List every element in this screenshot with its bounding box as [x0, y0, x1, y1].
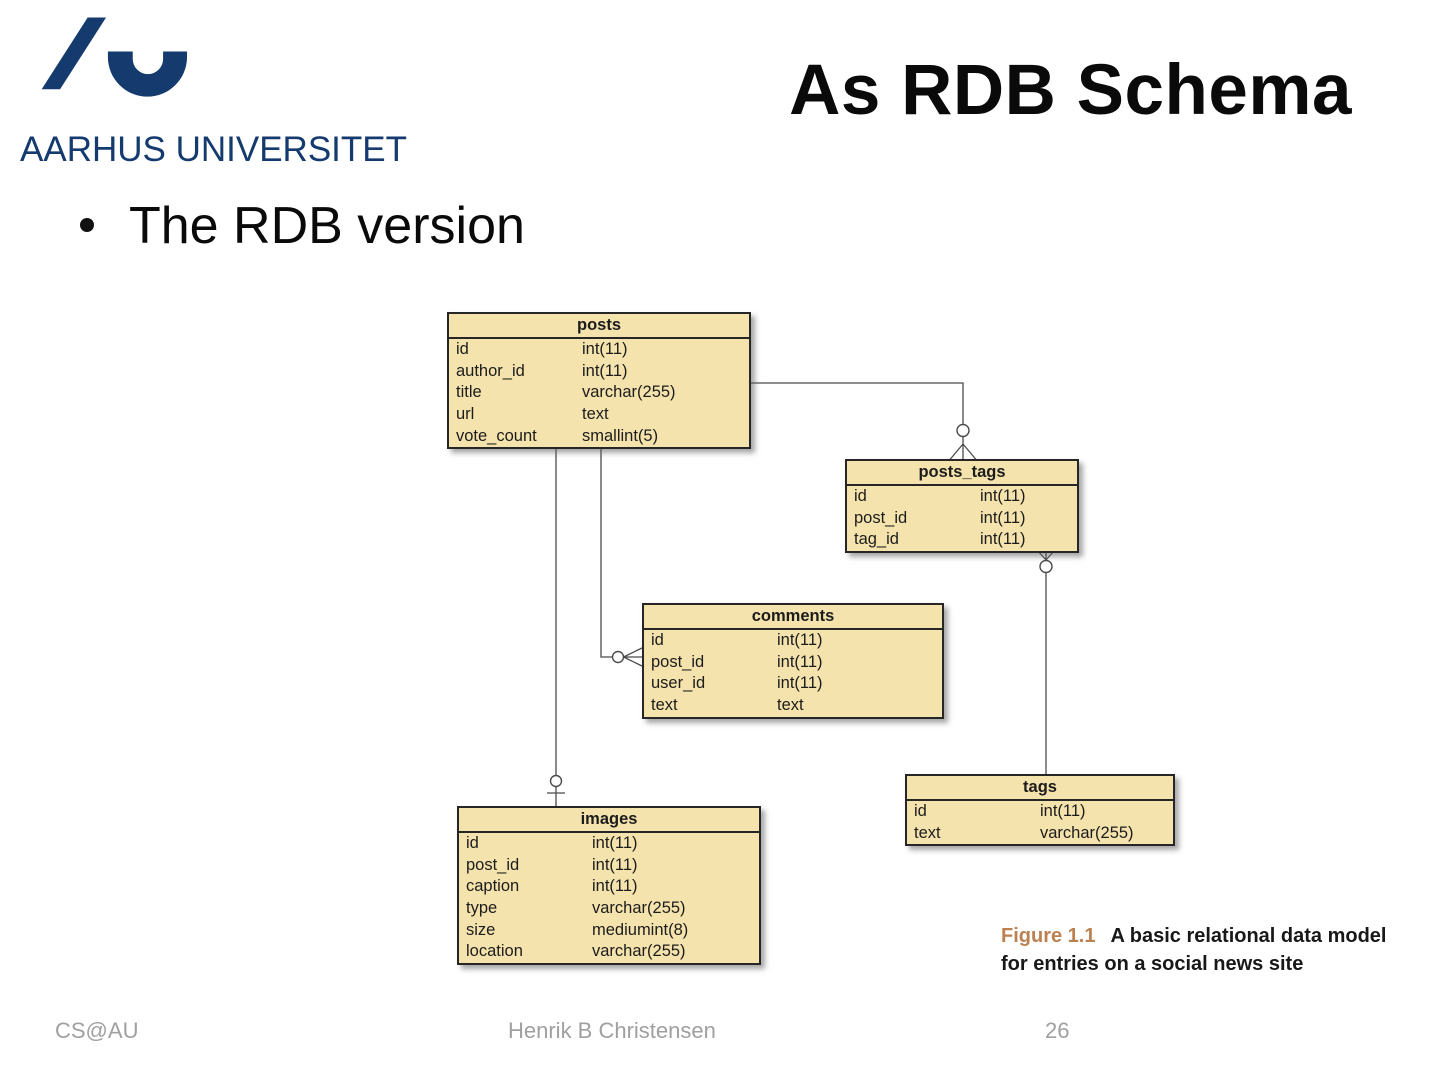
column-name: location [466, 942, 523, 961]
footer-course: CS@AU [55, 1018, 139, 1043]
table-row: post_id int(11) [459, 855, 759, 877]
column-name: type [466, 899, 498, 918]
footer-author: Henrik B Christensen [508, 1018, 716, 1043]
table-posts_tags: posts_tags id int(11) post_id int(11) ta… [845, 459, 1079, 554]
column-name: post_id [466, 855, 520, 874]
table-title: images [459, 808, 759, 833]
table-posts: posts id int(11) author_id int(11) title… [447, 312, 751, 450]
column-name: id [456, 340, 469, 358]
table-row: id int(11) [459, 833, 759, 855]
column-name: tag_id [854, 530, 899, 549]
table-row: size mediumint(8) [459, 920, 759, 942]
figure-label: Figure 1.1 [1001, 925, 1096, 947]
zero-cardinality-icon [549, 774, 563, 788]
column-type: int(11) [592, 855, 638, 874]
table-row: vote_count smallint(5) [449, 426, 749, 448]
footer-page-number: 26 [1045, 1018, 1070, 1043]
figure-caption-text: A basic relational data model [1110, 925, 1387, 947]
column-name: id [854, 487, 867, 505]
slide-title: As RDB Schema [789, 51, 1352, 130]
connector-posts_tags-tags [1033, 546, 1059, 774]
column-type: int(11) [980, 508, 1026, 527]
connector-posts-posts_tags [750, 382, 977, 460]
column-name: text [914, 823, 941, 842]
table-row: id int(11) [847, 486, 1077, 508]
table-row: location varchar(255) [459, 941, 759, 963]
column-name: id [651, 631, 664, 649]
column-type: varchar(255) [592, 899, 686, 918]
column-type: int(11) [777, 674, 823, 693]
table-row: type varchar(255) [459, 898, 759, 920]
table-row: url text [449, 404, 749, 426]
zero-cardinality-icon [1039, 559, 1053, 574]
connector-posts-images [547, 444, 565, 806]
table-comments: comments id int(11) post_id int(11) user… [642, 603, 944, 719]
university-name: AARHUS UNIVERSITET [20, 130, 407, 169]
column-name: id [466, 834, 479, 852]
column-type: int(11) [980, 530, 1026, 549]
table-title: posts [449, 314, 749, 339]
column-name: author_id [456, 361, 525, 380]
column-type: int(11) [980, 487, 1026, 505]
column-name: user_id [651, 674, 706, 693]
column-type: text [582, 405, 609, 424]
table-row: text varchar(255) [907, 823, 1173, 845]
column-type: varchar(255) [582, 383, 676, 402]
table-title: posts_tags [847, 461, 1077, 486]
au-logo-slash [41, 17, 107, 90]
column-type: int(11) [582, 340, 628, 358]
bullet-dot-icon [80, 218, 94, 232]
column-type: int(11) [1040, 802, 1086, 820]
figure-caption-line2: for entries on a social news site [1001, 953, 1304, 975]
column-name: post_id [854, 508, 908, 527]
table-row: text text [644, 695, 942, 717]
zero-cardinality-icon [611, 650, 625, 664]
table-row: id int(11) [644, 630, 942, 652]
table-title: comments [644, 605, 942, 630]
table-row: post_id int(11) [847, 508, 1077, 530]
table-row: title varchar(255) [449, 382, 749, 404]
column-type: varchar(255) [1040, 823, 1134, 842]
au-logo-icon [41, 17, 188, 97]
table-tags: tags id int(11) text varchar(255) [905, 774, 1175, 847]
table-images: images id int(11) post_id int(11) captio… [457, 806, 761, 966]
column-name: id [914, 802, 927, 820]
table-title: tags [907, 776, 1173, 801]
column-name: title [456, 383, 482, 402]
column-type: smallint(5) [582, 426, 659, 445]
table-row: caption int(11) [459, 876, 759, 898]
column-type: int(11) [777, 652, 823, 671]
column-type: int(11) [592, 877, 638, 896]
column-type: int(11) [592, 834, 638, 852]
table-row: post_id int(11) [644, 652, 942, 674]
column-name: url [456, 405, 475, 424]
column-name: post_id [651, 652, 705, 671]
table-row: id int(11) [449, 339, 749, 361]
column-type: varchar(255) [592, 942, 686, 961]
column-type: mediumint(8) [592, 920, 689, 939]
column-name: vote_count [456, 426, 537, 445]
column-name: caption [466, 877, 520, 896]
column-type: text [777, 696, 804, 715]
table-row: tag_id int(11) [847, 529, 1077, 551]
figure-caption-line1: Figure 1.1 A basic relational data model [1001, 922, 1440, 950]
column-type: int(11) [777, 631, 823, 649]
table-row: author_id int(11) [449, 361, 749, 383]
table-row: id int(11) [907, 801, 1173, 823]
column-name: text [651, 696, 678, 715]
table-row: user_id int(11) [644, 673, 942, 695]
au-logo-u [107, 51, 188, 97]
bullet-text: The RDB version [129, 197, 525, 255]
column-name: size [466, 920, 496, 939]
connector-posts-comments [600, 444, 643, 667]
zero-cardinality-icon [956, 423, 970, 438]
column-type: int(11) [582, 361, 628, 380]
